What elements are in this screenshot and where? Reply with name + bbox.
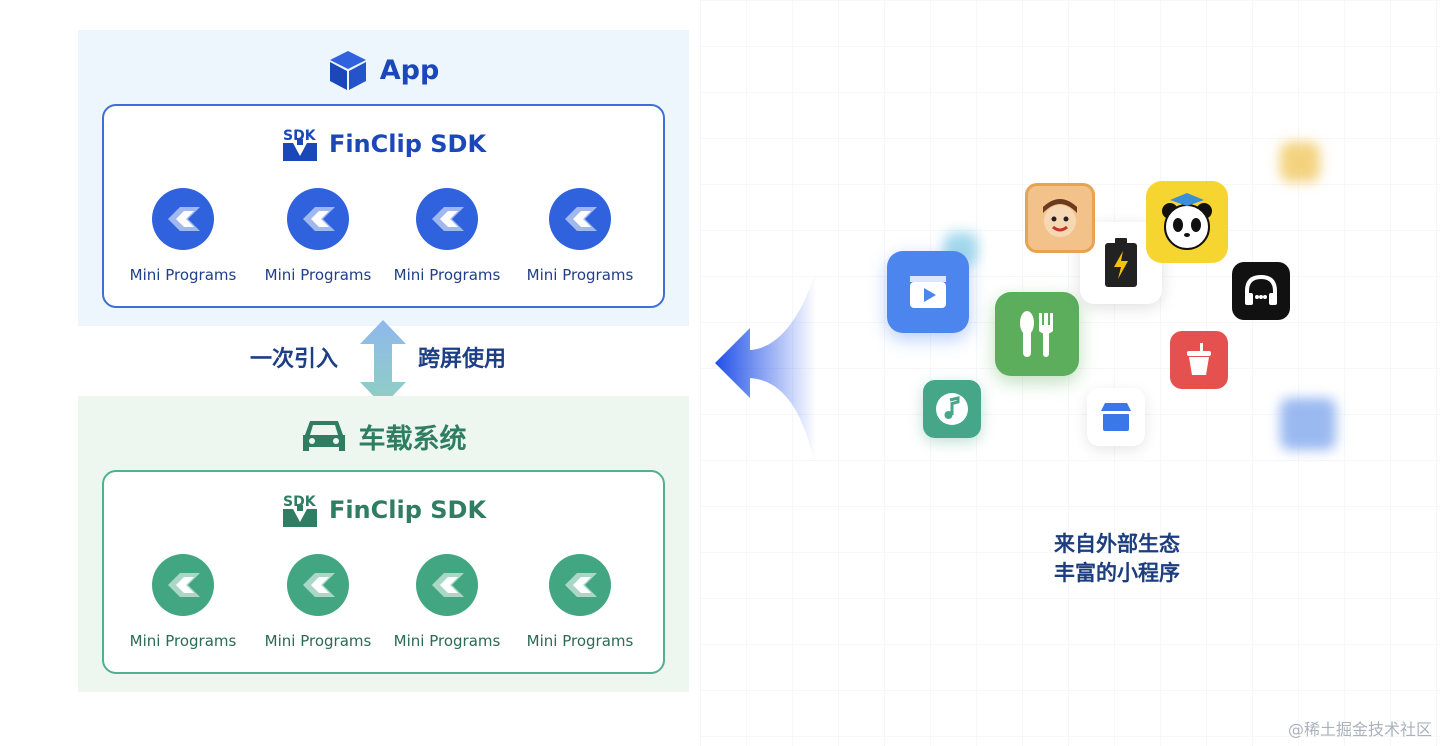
fork-knife-icon: [1020, 311, 1053, 357]
finclip-logo-icon: [303, 573, 335, 597]
app-sdk-box: SDK FinClip SDK Mini Programs Mini Progr…: [102, 104, 665, 308]
finclip-logo-icon: [168, 207, 200, 231]
store-icon: [1101, 403, 1131, 431]
incoming-arrow-icon: [715, 270, 816, 470]
car-title-text: 车载系统: [358, 423, 467, 455]
finclip-logo-icon: [565, 207, 597, 231]
battery-icon: [1105, 238, 1137, 287]
finclip-logo-icon: [168, 573, 200, 597]
panda-app[interactable]: [1146, 181, 1228, 263]
sdk-download-icon: SDK: [282, 128, 317, 161]
video-player-icon: [910, 276, 946, 308]
bidirectional-arrow-icon: [360, 320, 406, 406]
drink-cup-icon: [1187, 343, 1211, 375]
svg-text:SDK: SDK: [283, 128, 317, 144]
drink-app[interactable]: [1170, 331, 1228, 389]
car-mini-program-1[interactable]: Mini Programs: [118, 554, 248, 650]
food-app[interactable]: [995, 292, 1079, 376]
car-sdk-box: SDK FinClip SDK Mini Programs Mini Progr…: [102, 470, 665, 674]
car-panel: 车载系统 SDK FinClip SDK Mini Programs Mini …: [78, 396, 689, 692]
mini-program-label: Mini Programs: [393, 266, 501, 284]
video-app[interactable]: [887, 251, 969, 333]
app-sdk-header: SDK FinClip SDK: [104, 122, 663, 166]
finclip-logo-icon: [432, 573, 464, 597]
mini-program-label: Mini Programs: [526, 266, 634, 284]
finclip-logo-icon: [303, 207, 335, 231]
finclip-logo-icon: [565, 573, 597, 597]
car-title: 车载系统: [78, 412, 689, 460]
svg-text:SDK: SDK: [283, 494, 317, 510]
mini-program-label: Mini Programs: [264, 632, 372, 650]
external-ecosystem-line-1: 来自外部生态: [1054, 532, 1180, 556]
car-sdk-header: SDK FinClip SDK: [104, 488, 663, 532]
car-mini-program-4[interactable]: Mini Programs: [515, 554, 645, 650]
app-panel: App SDK FinClip SDK Mini Programs Mini P…: [78, 30, 689, 326]
blurred-tile: [1280, 398, 1336, 450]
cross-screen-text: 跨屏使用: [418, 347, 507, 372]
headphones-icon: [1245, 275, 1277, 305]
mini-program-label: Mini Programs: [393, 632, 501, 650]
store-app[interactable]: [1087, 388, 1145, 446]
app-sdk-title: FinClip SDK: [328, 130, 487, 158]
music-note-icon: [936, 393, 968, 425]
blurred-tile: [1280, 142, 1320, 182]
cartoon-game-icon: [1043, 199, 1077, 237]
app-title-text: App: [379, 54, 440, 86]
car-sdk-title: FinClip SDK: [328, 496, 487, 524]
sdk-download-icon: SDK: [282, 494, 317, 527]
app-mini-program-1[interactable]: Mini Programs: [118, 188, 248, 284]
cube-icon: [329, 51, 366, 90]
music-app[interactable]: [923, 380, 981, 438]
mini-program-label: Mini Programs: [264, 266, 372, 284]
finclip-logo-icon: [432, 207, 464, 231]
cartoon-game-app[interactable]: [1025, 183, 1095, 253]
app-mini-program-3[interactable]: Mini Programs: [382, 188, 512, 284]
car-icon: [302, 421, 345, 451]
mini-program-label: Mini Programs: [129, 266, 237, 284]
car-mini-program-3[interactable]: Mini Programs: [382, 554, 512, 650]
app-mini-program-2[interactable]: Mini Programs: [253, 188, 383, 284]
app-mini-program-4[interactable]: Mini Programs: [515, 188, 645, 284]
external-ecosystem-line-2: 丰富的小程序: [1054, 561, 1180, 585]
mini-program-label: Mini Programs: [526, 632, 634, 650]
mini-program-label: Mini Programs: [129, 632, 237, 650]
import-once-text: 一次引入: [250, 347, 339, 372]
watermark: @稀土掘金技术社区: [1287, 720, 1432, 739]
panda-icon: [1162, 193, 1212, 250]
app-title: App: [78, 46, 689, 94]
car-mini-program-2[interactable]: Mini Programs: [253, 554, 383, 650]
podcast-app[interactable]: [1232, 262, 1290, 320]
